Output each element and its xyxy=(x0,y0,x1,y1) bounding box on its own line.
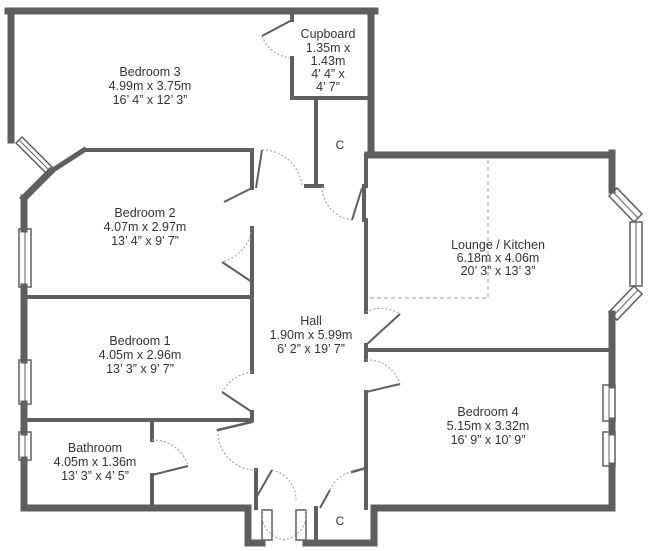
room-name: Cupboard xyxy=(301,27,356,41)
room-cupboard-c-upper: C xyxy=(336,138,345,152)
door-hall-lower xyxy=(217,429,257,471)
room-name: Bedroom 2 xyxy=(114,206,175,220)
room-dimensions-metric: 4.05m x 2.96m xyxy=(99,348,182,362)
doors xyxy=(151,19,401,541)
room-dimensions-metric: 4.99m x 3.75m xyxy=(109,79,192,93)
room-dimensions-metric: 4.05m x 1.36m xyxy=(54,455,137,469)
room-name: Bedroom 4 xyxy=(457,405,518,419)
door-entrance xyxy=(255,469,307,541)
room-bedroom3: Bedroom 3 4.99m x 3.75m 16’ 4” x 12’ 3” xyxy=(109,65,192,107)
room-dimensions-line4: 4’ 7” xyxy=(316,80,340,94)
room-dimensions-imperial: 16’ 4” x 12’ 3” xyxy=(113,93,188,107)
room-name: Bedroom 3 xyxy=(119,65,180,79)
door-bedroom3 xyxy=(255,149,303,189)
room-name: Bathroom xyxy=(68,441,122,455)
door-bedroom1 xyxy=(221,371,253,413)
door-bedroom2 xyxy=(221,187,253,283)
interior-walls xyxy=(26,9,614,542)
door-cupboard-c-lower xyxy=(319,471,353,509)
outer-walls xyxy=(4,7,616,547)
room-name: Bedroom 1 xyxy=(109,334,170,348)
room-dimensions-imperial: 20’ 3” x 13’ 3” xyxy=(461,264,536,278)
door-cupboard xyxy=(261,19,293,59)
room-bathroom: Bathroom 4.05m x 1.36m 13’ 3” x 4’ 5” xyxy=(54,441,137,483)
room-dimensions-imperial: 13’ 4” x 9’ 7” xyxy=(111,234,179,248)
room-name: C xyxy=(336,138,345,152)
room-cupboard: Cupboard 1.35m x 1.43m 4’ 4” x 4’ 7” xyxy=(301,27,356,94)
entrance-door-left xyxy=(261,509,273,541)
room-dimensions-line2: 1.43m xyxy=(311,54,346,68)
room-dimensions-imperial: 13’ 3” x 4’ 5” xyxy=(61,469,129,483)
door-cupboard-c-upper xyxy=(321,185,363,221)
room-dimensions-metric: 4.07m x 2.97m xyxy=(104,220,187,234)
room-name: C xyxy=(336,514,345,528)
room-name: Hall xyxy=(300,314,322,328)
windows xyxy=(14,135,644,541)
room-dimensions-imperial: 6’ 2” x 19’ 7” xyxy=(277,342,345,356)
room-dimensions-line1: 1.35m x xyxy=(306,41,351,55)
door-bedroom4 xyxy=(365,359,401,393)
room-hall: Hall 1.90m x 5.99m 6’ 2” x 19’ 7” xyxy=(270,314,353,356)
room-dimensions-imperial: 16’ 9” x 10’ 9” xyxy=(451,433,526,447)
entrance-door-right xyxy=(295,509,307,541)
room-dimensions-line3: 4’ 4” x xyxy=(311,67,345,81)
room-labels: Bedroom 3 4.99m x 3.75m 16’ 4” x 12’ 3” … xyxy=(54,27,545,528)
room-cupboard-c-lower: C xyxy=(336,514,345,528)
room-bedroom4: Bedroom 4 5.15m x 3.32m 16’ 9” x 10’ 9” xyxy=(447,405,530,447)
door-bathroom xyxy=(151,439,189,476)
room-lounge-kitchen: Lounge / Kitchen 6.18m x 4.06m 20’ 3” x … xyxy=(451,238,545,278)
room-dimensions-metric: 6.18m x 4.06m xyxy=(457,251,540,265)
room-dimensions-metric: 1.90m x 5.99m xyxy=(270,328,353,342)
room-dimensions-imperial: 13’ 3” x 9’ 7” xyxy=(106,362,174,376)
door-lounge xyxy=(365,307,401,346)
room-name: Lounge / Kitchen xyxy=(451,238,545,252)
room-bedroom2: Bedroom 2 4.07m x 2.97m 13’ 4” x 9’ 7” xyxy=(104,206,187,248)
kitchen-dashed-boundary xyxy=(370,160,489,299)
room-bedroom1: Bedroom 1 4.05m x 2.96m 13’ 3” x 9’ 7” xyxy=(99,334,182,376)
room-dimensions-metric: 5.15m x 3.32m xyxy=(447,419,530,433)
